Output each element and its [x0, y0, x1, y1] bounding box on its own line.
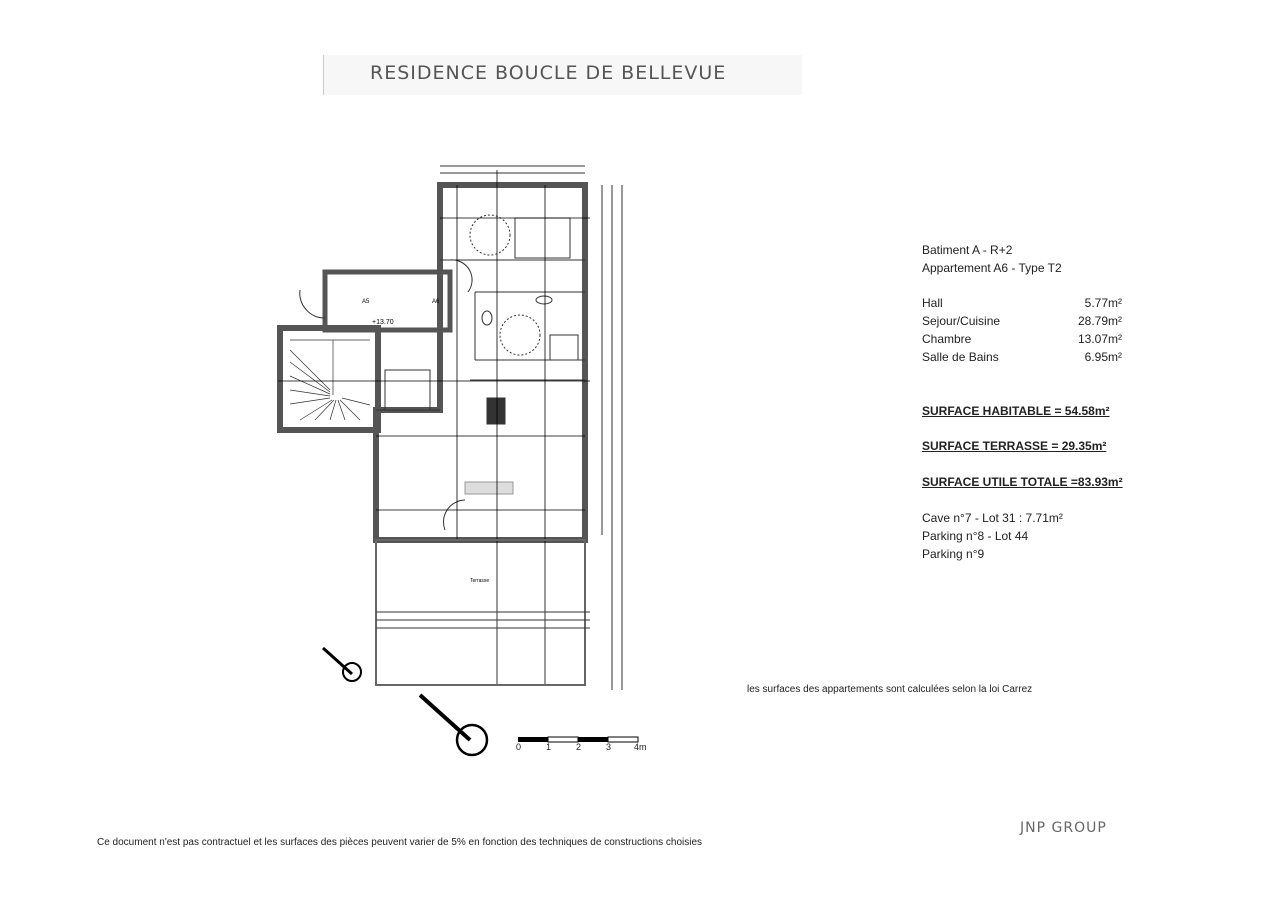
door-arc [299, 289, 326, 319]
cave-label: Cave n°7 - Lot 31 : 7.71m² [922, 511, 1063, 525]
washbasin [535, 295, 553, 305]
staircase-walls [277, 325, 381, 433]
area-label-box [464, 481, 514, 495]
door-arc [449, 259, 473, 293]
shower [549, 334, 579, 361]
scale-label: 3 [606, 742, 612, 752]
toilet [481, 310, 493, 326]
scale-label: 2 [576, 742, 582, 752]
disclaimer: Ce document n'est pas contractuel et les… [97, 837, 703, 848]
stair-steps [289, 339, 371, 421]
scale-label: 0 [516, 742, 522, 752]
company-logo: JNP GROUP [1020, 820, 1107, 836]
surface-totale: SURFACE UTILE TOTALE =83.93m² [922, 475, 1123, 489]
building-label: Batiment A - R+2 [922, 243, 1013, 257]
north-arrow-large-icon [418, 693, 489, 757]
door-arc [442, 499, 466, 531]
scale-label: 1 [546, 742, 552, 752]
scale-bar [518, 736, 639, 743]
surface-habitable: SURFACE HABITABLE = 54.58m² [922, 404, 1110, 418]
landing-walls [322, 269, 453, 333]
document-title: RESIDENCE BOUCLE DE BELLEVUE [370, 62, 727, 84]
apartment-label: Appartement A6 - Type T2 [922, 261, 1062, 275]
surface-terrasse: SURFACE TERRASSE = 29.35m² [922, 439, 1107, 453]
title-banner [323, 55, 802, 95]
apartment-walls [373, 182, 588, 543]
level-label: +13.70 [372, 319, 394, 326]
scale-label: 4m [634, 742, 647, 752]
door-label-a5: A5 [362, 299, 370, 305]
cooktop [486, 397, 506, 425]
north-arrow-icon [321, 646, 362, 682]
carrez-note: les surfaces des appartements sont calcu… [747, 684, 1033, 695]
parking-9-label: Parking n°9 [922, 547, 985, 561]
door-label-a6: A6 [432, 299, 440, 305]
bed [514, 217, 571, 259]
terrace-label: Terrasse [470, 578, 489, 584]
parking-8-label: Parking n°8 - Lot 44 [922, 529, 1029, 543]
